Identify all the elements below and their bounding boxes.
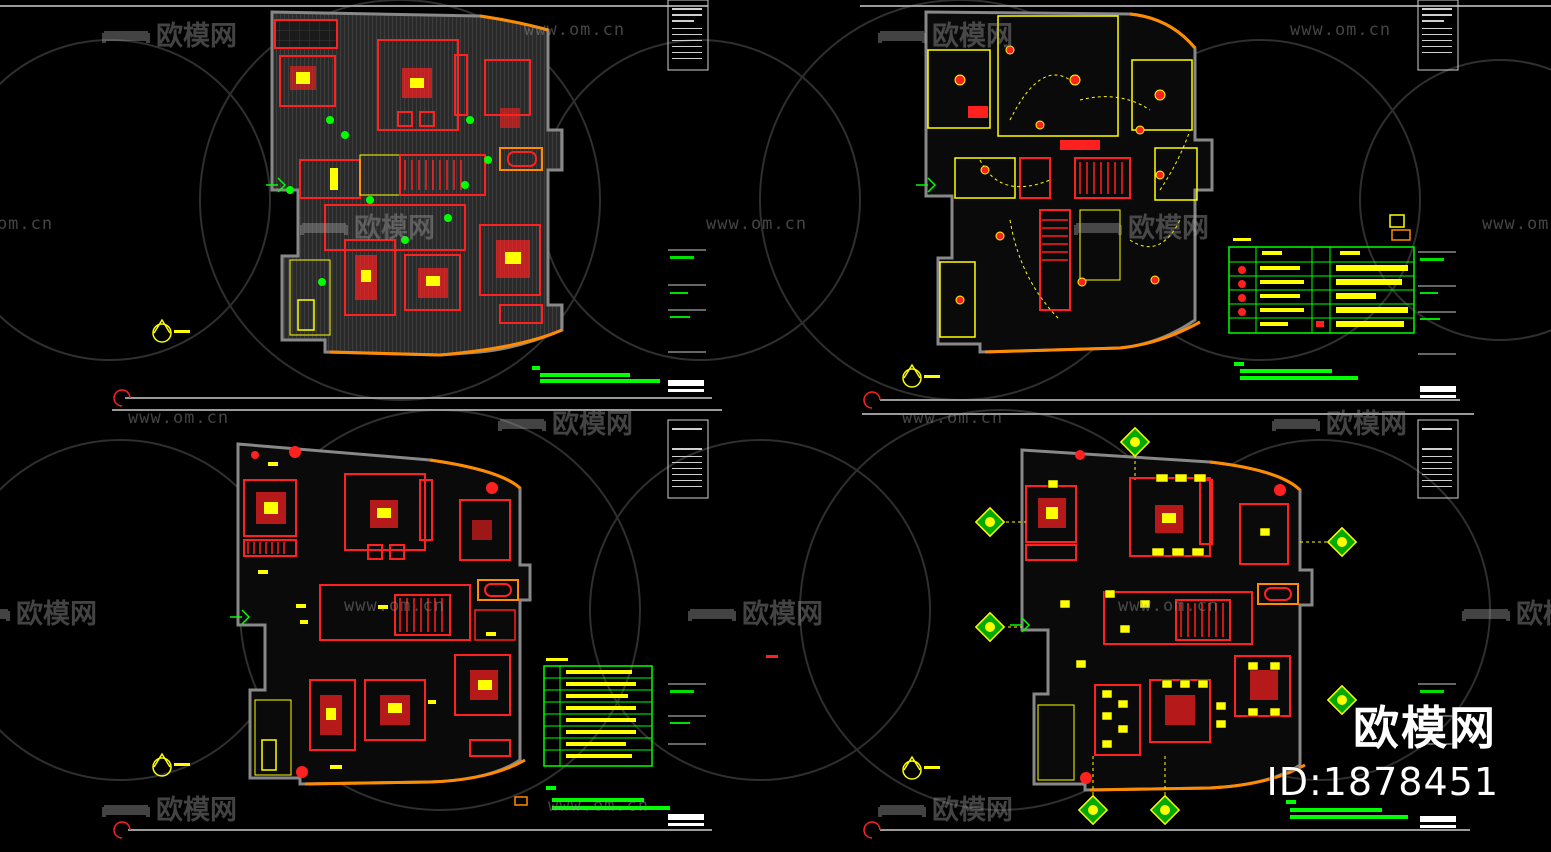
- section-arrow-sheet1: [266, 177, 287, 193]
- legend-bars-sheet3: [546, 786, 670, 810]
- sofa-icon: [1272, 418, 1320, 431]
- watermark-logo-text: 欧模网: [1128, 213, 1209, 244]
- watermark-logo-text: 欧模网: [1516, 599, 1551, 630]
- floor-plan-ceiling[interactable]: [236, 442, 532, 786]
- north-arrow-sheet2: [902, 363, 922, 388]
- watermark-url: www.om.cn: [1290, 20, 1392, 40]
- watermark-url: www.om.cn: [128, 408, 230, 428]
- floor-plan-elevation-index[interactable]: [990, 448, 1340, 800]
- company-stamps: [668, 380, 1456, 828]
- watermark-logo: 欧模网: [100, 788, 237, 827]
- title-block-text: [672, 8, 1452, 487]
- watermark-logo-text: 欧模网: [156, 21, 237, 52]
- sofa-icon: [498, 418, 546, 431]
- lighting-legend-table: [1228, 238, 1415, 334]
- model-id: ID:1878451: [1266, 760, 1499, 804]
- watermark-logo: 欧模网: [876, 788, 1013, 827]
- legend-bars-sheet4: [1286, 800, 1408, 819]
- watermark-url: www.om.cn: [0, 214, 54, 234]
- watermark-url: www.om.cn: [344, 596, 446, 616]
- section-arrow-sheet2: [916, 177, 937, 193]
- section-arrow-sheet4: [1010, 617, 1031, 633]
- watermark-logo: 欧模网: [1270, 402, 1407, 441]
- watermark-logo: 欧模网: [686, 592, 823, 631]
- watermark-logo-text: 欧模网: [1326, 409, 1407, 440]
- floor-plan-lighting[interactable]: [924, 10, 1214, 354]
- watermark-logo-text: 欧模网: [354, 213, 435, 244]
- watermark-logo: 欧模网: [1460, 592, 1551, 631]
- watermark-url: www.om.cn: [706, 214, 808, 234]
- sheet-corner-marks: [113, 389, 881, 839]
- watermark-logo-text: 欧模网: [156, 795, 237, 826]
- north-arrow-sheet1: [152, 318, 172, 343]
- watermark-logo-text: 欧模网: [552, 409, 633, 440]
- watermark-logo-text: 欧模网: [742, 599, 823, 630]
- legend-bars-sheet1: [532, 366, 660, 383]
- watermark-logo-text: 欧模网: [932, 795, 1013, 826]
- watermark-logo: 欧模网: [298, 206, 435, 245]
- sofa-icon: [300, 222, 348, 235]
- sheet-frames: [0, 5, 1551, 831]
- watermark-url: www.om.cn: [1118, 596, 1220, 616]
- title-block-green: [670, 256, 1444, 724]
- watermark-logo: 欧模网: [1072, 206, 1209, 245]
- sofa-icon: [102, 804, 150, 817]
- legend-bars-sheet2: [1234, 362, 1358, 380]
- sofa-icon: [878, 30, 926, 43]
- section-arrow-sheet3: [230, 609, 251, 625]
- watermark-url: www.om.cn: [524, 20, 626, 40]
- brand-logo-text: 欧模网: [1353, 701, 1497, 755]
- watermark-logo: 欧模网: [496, 402, 633, 441]
- watermark-logo-text: 欧模网: [16, 599, 97, 630]
- sofa-icon: [102, 30, 150, 43]
- watermark-url: www.om.cn: [548, 796, 650, 816]
- floor-plan-furniture[interactable]: [270, 10, 564, 357]
- watermark-logo: 欧模网: [876, 14, 1013, 53]
- sofa-icon: [878, 804, 926, 817]
- title-block-lower: [668, 249, 1456, 745]
- sofa-icon: [1074, 222, 1122, 235]
- watermark-url: www.om.cn: [902, 408, 1004, 428]
- watermark-url: www.om.cn: [1482, 214, 1551, 234]
- sofa-icon: [1462, 608, 1510, 621]
- elevation-index-markers: [974, 426, 1358, 826]
- north-arrow-sheet4: [902, 755, 922, 780]
- watermark-logo-text: 欧模网: [932, 21, 1013, 52]
- north-arrow-sheet3: [152, 752, 172, 777]
- watermark-logo: 欧模网: [100, 14, 237, 53]
- ceiling-legend-table: [543, 658, 653, 767]
- watermark-logo: 欧模网: [0, 592, 97, 631]
- sofa-icon: [688, 608, 736, 621]
- sofa-icon: [0, 608, 10, 621]
- title-blocks: [667, 0, 1459, 499]
